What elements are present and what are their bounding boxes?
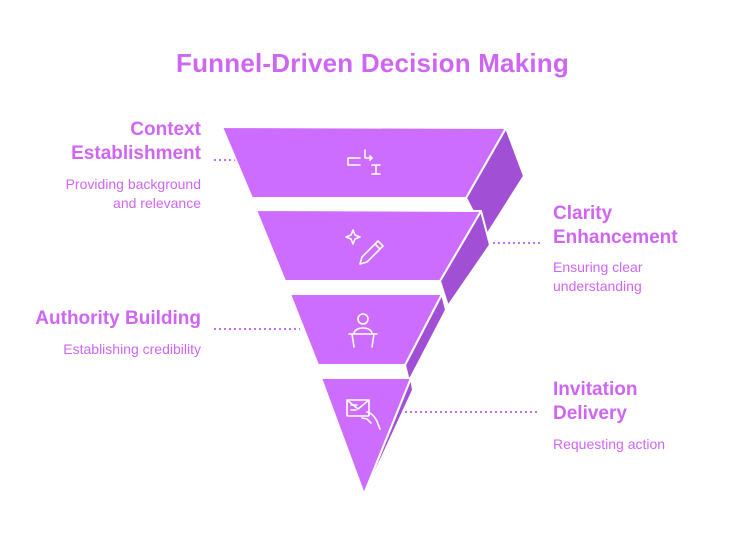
pencil-sparkle-icon (345, 229, 384, 265)
stage-title-authority: Authority Building (10, 307, 201, 331)
stage-title-clarity: Clarity Enhancement (553, 202, 733, 250)
funnel-segment-authority (289, 293, 447, 382)
sliders-icon (347, 149, 381, 175)
stage-desc-line: Ensuring clear (553, 259, 643, 275)
stage-desc-clarity: Ensuring clear understanding (553, 258, 733, 296)
stage-desc-authority: Establishing credibility (10, 340, 201, 359)
stage-desc-line: Providing background (65, 176, 201, 192)
funnel-segment-front (320, 377, 412, 495)
stage-title-line: Context (130, 119, 201, 140)
speaker-podium-icon (348, 313, 378, 348)
stage-desc-line: understanding (553, 278, 642, 294)
stage-desc-invitation: Requesting action (553, 435, 733, 454)
stage-desc-line: Establishing credibility (63, 341, 201, 357)
stage-desc-context: Providing background and relevance (20, 175, 201, 213)
funnel-segment-front (221, 126, 507, 199)
stage-title-line: Clarity (553, 203, 613, 224)
stage-title-invitation: Invitation Delivery (553, 378, 733, 426)
funnel-segment-front (289, 293, 443, 366)
stage-title-line: Enhancement (553, 227, 678, 248)
funnel-segment-front (255, 209, 482, 282)
funnel-segment-context (221, 126, 525, 237)
funnel-segment-clarity (255, 209, 491, 307)
stage-title-context: Context Establishment (20, 118, 201, 166)
envelope-hand-icon (346, 399, 381, 430)
stage-desc-line: Requesting action (553, 436, 666, 452)
stage-title-line: Delivery (553, 403, 627, 424)
stage-title-line: Authority Building (35, 308, 201, 329)
stage-desc-line: and relevance (113, 195, 201, 211)
funnel-segment-invitation (320, 377, 414, 495)
stage-title-line: Invitation (553, 379, 638, 400)
stage-title-line: Establishment (71, 143, 201, 164)
diagram-title: Funnel-Driven Decision Making (176, 48, 569, 78)
